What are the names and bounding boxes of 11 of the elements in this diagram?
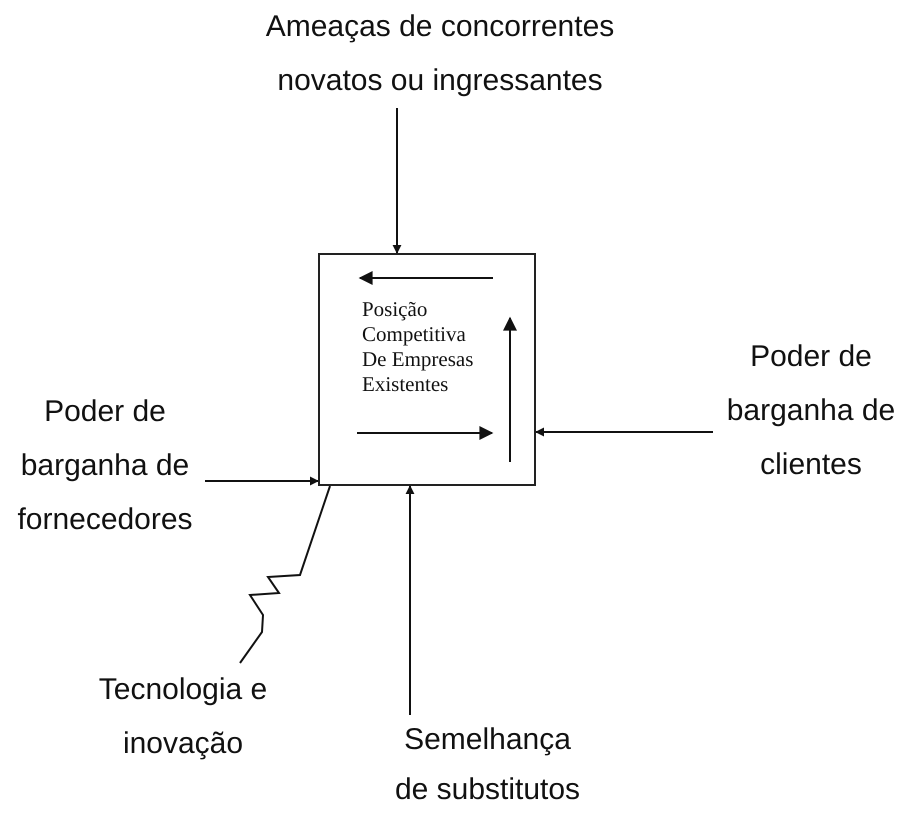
force-label: Semelhança de substitutos (394, 722, 582, 808)
force-label: Poder de barganha de fornecedores (16, 394, 194, 538)
arrow (392, 108, 402, 254)
force-label: Poder de barganha de clientes (726, 339, 896, 483)
arrow (406, 485, 414, 715)
process-box (318, 253, 536, 486)
arrow (535, 428, 713, 436)
box-label: Posição Competitiva De Empresas Existentes (362, 297, 474, 397)
force-label: Tecnologia e inovação (98, 672, 268, 762)
arrow (205, 476, 319, 486)
force-label: Ameaças de concorrentes novatos ou ingressantes (264, 9, 616, 99)
